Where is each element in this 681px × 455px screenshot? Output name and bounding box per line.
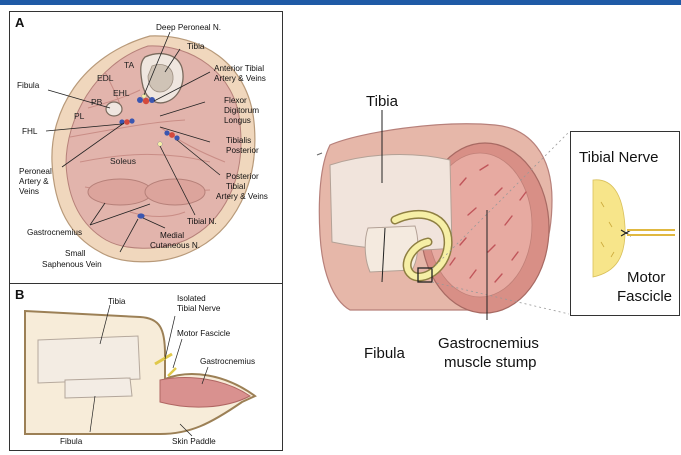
label-tp-1: Tibialis [226, 136, 251, 145]
label-fibula-b: Fibula [60, 437, 83, 446]
label-fhl: FHL [22, 127, 38, 136]
label-anterior-tibial-2: Artery & Veins [214, 74, 266, 83]
label-fibula-c: Fibula [364, 345, 406, 362]
inset-motor-fascicle [627, 230, 675, 235]
label-fdl-2: Digitorum [224, 106, 259, 115]
label-isolated-2: Tibial Nerve [177, 304, 221, 313]
label-tibia-b: Tibia [108, 297, 126, 306]
panel-b-label: B [15, 287, 24, 302]
panel-b-flap-diagram: B Tibia Isolated Tibial Nerve Motor Fasc… [9, 283, 283, 451]
label-ssv-2: Saphenous Vein [42, 260, 102, 269]
label-fibula: Fibula [17, 81, 40, 90]
label-medial-cutaneous-1: Medial [160, 231, 184, 240]
label-gastroc-2: muscle stump [444, 354, 537, 371]
stump-illustration: Tibia Fibula Gastrocnemius muscle stump [290, 20, 580, 420]
label-peroneal-3: Veins [19, 187, 39, 196]
muscle-ta: TA [124, 60, 135, 70]
gastrocnemius-medial [145, 179, 205, 205]
label-peroneal-1: Peroneal [19, 167, 52, 176]
muscle-ehl: EHL [113, 88, 130, 98]
label-medial-cutaneous-2: Cutaneous N. [150, 241, 200, 250]
label-gastrocnemius-b: Gastrocnemius [200, 357, 255, 366]
label-tibial-nerve: Tibial N. [187, 217, 217, 226]
label-skin-paddle: Skin Paddle [172, 437, 216, 446]
panel-a-label: A [15, 15, 24, 30]
label-isolated-1: Isolated [177, 294, 206, 303]
inset-diagram: Tibial Nerve Motor Fascicle [571, 132, 679, 315]
muscle-soleus: Soleus [110, 156, 136, 166]
label-motor-fascicle-b: Motor Fascicle [177, 329, 231, 338]
label-deep-peroneal-nerve: Deep Peroneal N. [156, 23, 221, 32]
gastrocnemius-lateral [88, 179, 152, 205]
inset-motor-1: Motor [627, 269, 665, 286]
label-tibia-c: Tibia [366, 93, 399, 110]
label-gastrocnemius: Gastrocnemius [27, 228, 82, 237]
label-fdl-3: Longus [224, 116, 251, 125]
label-anterior-tibial-1: Anterior Tibial [214, 64, 264, 73]
label-tibia: Tibia [187, 42, 205, 51]
label-ptav-1: Posterior [226, 172, 259, 181]
label-tp-2: Posterior [226, 146, 259, 155]
tibia-bone [38, 336, 140, 383]
fibula-bone [106, 102, 122, 116]
label-gastroc-1: Gastrocnemius [438, 335, 539, 352]
label-ssv-1: Small [65, 249, 86, 258]
muscle-pl: PL [74, 111, 85, 121]
inset-title: Tibial Nerve [579, 149, 658, 166]
inset-motor-2: Fascicle [617, 288, 672, 305]
panel-a-cross-section: A [9, 11, 283, 284]
label-ptav-2: Tibial [226, 182, 245, 191]
inset-panel: Tibial Nerve Motor Fascicle [570, 131, 680, 316]
muscle-edl: EDL [97, 73, 114, 83]
label-fdl-1: Flexor [224, 96, 247, 105]
top-accent-bar [0, 0, 681, 5]
label-peroneal-2: Artery & [19, 177, 49, 186]
motor-fascicle [168, 368, 176, 376]
fibula-bone [65, 378, 132, 398]
cross-section-diagram: TA EDL EHL PB PL Soleus Deep Peroneal N.… [10, 12, 282, 283]
label-ptav-3: Artery & Veins [216, 192, 268, 201]
inset-nerve-cross-section [593, 180, 625, 277]
flap-diagram: Tibia Isolated Tibial Nerve Motor Fascic… [10, 284, 282, 450]
